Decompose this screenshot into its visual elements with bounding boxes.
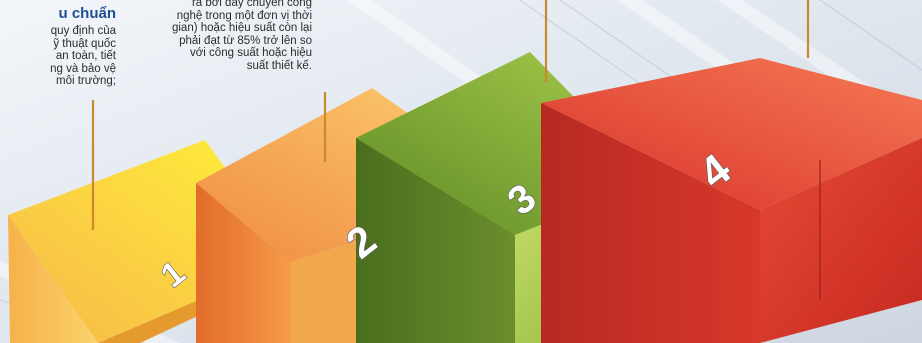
criterion-2-text-line: suất thiết kế. xyxy=(247,60,312,72)
criterion-1-text-line: quy định của xyxy=(51,25,116,37)
criterion-2-text-line: ra bởi dây chuyền công xyxy=(192,0,312,9)
criterion-1-text-line: môi trường; xyxy=(56,75,116,87)
step-4 xyxy=(541,58,922,343)
criterion-1-text-line: ỹ thuật quốc xyxy=(53,38,116,50)
criterion-2-text-line: với công suất hoặc hiệu xyxy=(190,47,312,59)
criterion-1-callout: u chuẩn quy định của ỹ thuật quốc an toà… xyxy=(0,5,116,88)
criterion-1-text-line: ng và bảo vệ xyxy=(50,63,116,75)
criterion-2-callout: ra bởi dây chuyền công nghệ trong một đơ… xyxy=(112,0,312,72)
criterion-2-text-line: phải đạt từ 85% trở lên so xyxy=(179,35,312,47)
criterion-2-text-line: gian) hoặc hiệu suất còn lại xyxy=(172,22,312,34)
criterion-2-text-line: nghệ trong một đơn vị thời xyxy=(177,10,312,22)
criterion-1-text-line: an toàn, tiết xyxy=(56,50,116,62)
criterion-1-heading: u chuẩn xyxy=(0,5,116,22)
